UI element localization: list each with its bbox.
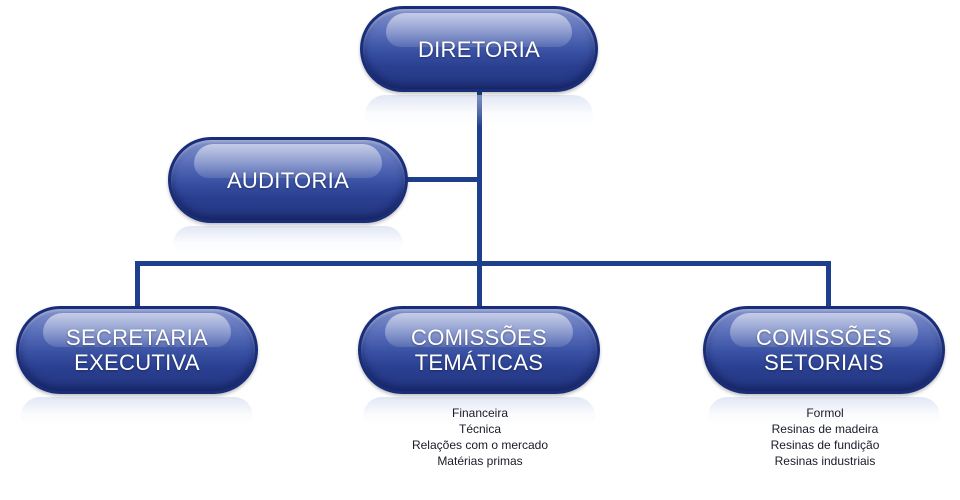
list-item: Técnica xyxy=(458,422,502,436)
setoriais-sub-list: Formol Resinas de madeira Resinas de fun… xyxy=(725,405,925,469)
horizontal-bus-line xyxy=(135,261,831,266)
diretoria-reflection xyxy=(365,95,593,135)
tematicas-sub-list: Financeira Técnica Relações com o mercad… xyxy=(380,405,580,469)
diretoria-label: DIRETORIA xyxy=(417,36,541,62)
auditoria-reflection xyxy=(173,226,403,262)
secretaria-executiva-label: SECRETARIA EXECUTIVA xyxy=(66,325,208,375)
list-item: Formol xyxy=(806,406,844,420)
auditoria-branch-line xyxy=(405,177,480,182)
setoriais-reflection xyxy=(708,397,940,435)
list-item: Resinas industriais xyxy=(774,454,876,468)
comissoes-setoriais-node: COMISSÕES SETORIAIS xyxy=(703,306,945,394)
secretaria-reflection xyxy=(21,397,253,435)
diretoria-node: DIRETORIA xyxy=(360,6,598,92)
secretaria-drop-line xyxy=(135,261,140,308)
tematicas-drop-line xyxy=(477,261,482,308)
comissoes-setoriais-label: COMISSÕES SETORIAIS xyxy=(756,325,892,375)
auditoria-label: AUDITORIA xyxy=(226,167,350,193)
comissoes-tematicas-label: COMISSÕES TEMÁTICAS xyxy=(411,325,547,375)
auditoria-node: AUDITORIA xyxy=(168,137,408,223)
list-item: Resinas de madeira xyxy=(771,422,879,436)
list-item: Resinas de fundição xyxy=(770,438,880,452)
list-item: Financeira xyxy=(451,406,509,420)
setoriais-drop-line xyxy=(826,261,831,308)
list-item: Matérias primas xyxy=(437,454,523,468)
secretaria-executiva-node: SECRETARIA EXECUTIVA xyxy=(16,306,258,394)
comissoes-tematicas-node: COMISSÕES TEMÁTICAS xyxy=(358,306,600,394)
tematicas-reflection xyxy=(363,397,595,435)
list-item: Relações com o mercado xyxy=(411,438,549,452)
